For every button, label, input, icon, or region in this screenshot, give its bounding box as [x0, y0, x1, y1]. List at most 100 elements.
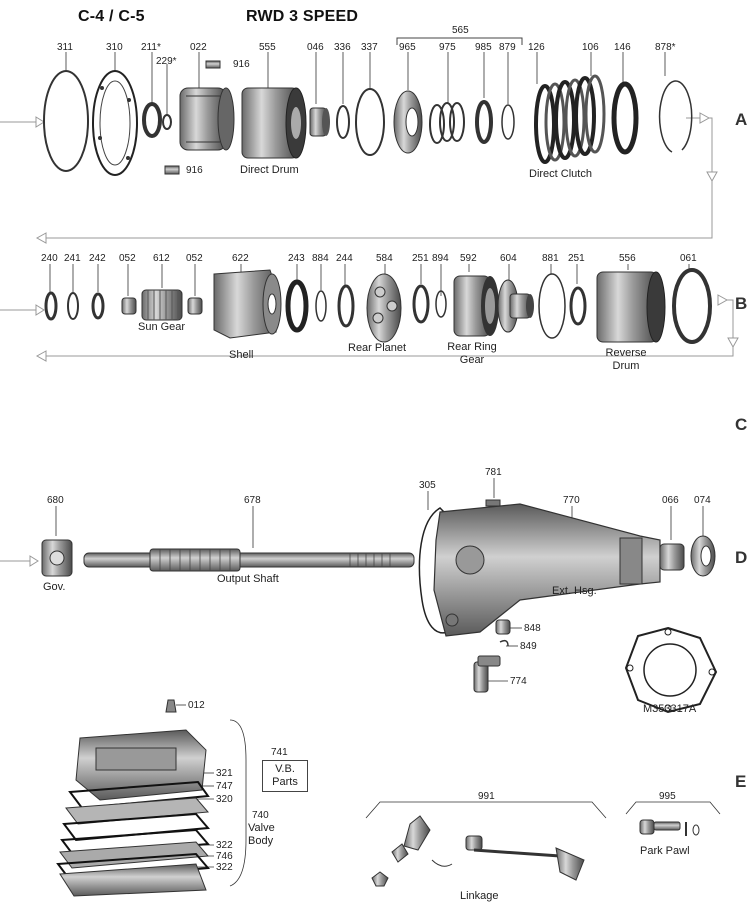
- caption-direct-drum: Direct Drum: [240, 164, 299, 176]
- part-604-hub: [497, 279, 534, 333]
- section-label-d: D: [735, 548, 748, 567]
- part-305-gasket: [418, 507, 453, 634]
- arrow-b-right: [717, 294, 729, 306]
- part-number-781: 781: [485, 467, 502, 478]
- part-number-612: 612: [153, 253, 170, 264]
- part-number-592: 592: [460, 253, 477, 264]
- part-251-washer-a: [412, 284, 430, 324]
- part-number-894: 894: [432, 253, 449, 264]
- part-number-991: 991: [478, 791, 495, 802]
- part-number-746: 746: [216, 851, 233, 862]
- part-number-747: 747: [216, 781, 233, 792]
- part-592-ring-gear: [453, 275, 499, 337]
- arrow-a-right: [699, 112, 711, 124]
- part-046-bushing: [309, 107, 330, 137]
- arrow-b-return: [35, 350, 47, 362]
- caption-rear-planet: Rear Planet: [348, 342, 407, 354]
- part-number-337: 337: [361, 42, 378, 53]
- part-number-243: 243: [288, 253, 305, 264]
- part-number-244: 244: [336, 253, 353, 264]
- part-126-106-clutch-pack: [534, 74, 606, 164]
- part-242-washer: [91, 292, 105, 320]
- part-number-052-a: 052: [119, 253, 136, 264]
- section-label-a: A: [735, 110, 748, 129]
- part-622-shell: [213, 269, 282, 339]
- caption-rear-ring-gear: Rear Ring Gear: [447, 341, 497, 366]
- part-985-retainer: [475, 100, 493, 144]
- part-680-governor: [41, 539, 73, 577]
- part-311-seal: [43, 70, 89, 172]
- part-number-604: 604: [500, 253, 517, 264]
- part-310-gasket: [92, 70, 138, 176]
- part-number-229: 229*: [156, 56, 177, 67]
- arrow-b-left: [35, 304, 45, 316]
- arrow-a-return: [35, 232, 47, 244]
- part-number-321: 321: [216, 768, 233, 779]
- part-number-066: 066: [662, 495, 679, 506]
- part-number-916-b: 916: [186, 165, 203, 176]
- part-number-740: 740: [252, 810, 269, 821]
- row-a-leaders: [65, 52, 666, 114]
- part-965-piston: [393, 90, 423, 154]
- part-number-770: 770: [563, 495, 580, 506]
- part-number-985: 985: [475, 42, 492, 53]
- arrow-a-down: [706, 171, 718, 183]
- part-number-251-b: 251: [568, 253, 585, 264]
- part-number-322-b: 322: [216, 862, 233, 873]
- part-number-965: 965: [399, 42, 416, 53]
- part-number-879: 879: [499, 42, 516, 53]
- part-052-bushing-a: [121, 297, 137, 315]
- part-240-washer: [44, 291, 58, 321]
- part-number-305: 305: [419, 480, 436, 491]
- part-number-146: 146: [614, 42, 631, 53]
- part-556-reverse-drum: [596, 271, 666, 343]
- part-number-241: 241: [64, 253, 81, 264]
- arrow-b-down: [727, 337, 739, 349]
- part-number-240: 240: [41, 253, 58, 264]
- section-label-c: C: [735, 415, 748, 434]
- part-number-322-a: 322: [216, 840, 233, 851]
- caption-valve-body: Valve Body: [248, 822, 275, 847]
- part-number-211: 211*: [141, 42, 161, 53]
- part-061-band: [672, 268, 712, 344]
- part-number-022: 022: [190, 42, 207, 53]
- part-584-rear-planet: [366, 273, 402, 343]
- part-number-878: 878*: [655, 42, 676, 53]
- part-251-washer-b: [569, 286, 587, 326]
- caption-shell: Shell: [229, 349, 254, 361]
- arrow-a-left: [35, 116, 45, 128]
- part-074-seal: [690, 535, 716, 577]
- row-d-leaders: [55, 478, 704, 682]
- part-number-916-a: 916: [233, 59, 250, 70]
- part-894-ring: [435, 290, 447, 318]
- bracket-565: [396, 37, 523, 45]
- part-number-242: 242: [89, 253, 106, 264]
- part-229-ring: [162, 114, 172, 130]
- caption-ext-hsg: Ext. Hsg.: [552, 585, 597, 597]
- part-number-975: 975: [439, 42, 456, 53]
- part-number-555: 555: [259, 42, 276, 53]
- group-number-565: 565: [452, 25, 469, 36]
- part-number-622: 622: [232, 253, 249, 264]
- part-770-extension-housing: [433, 503, 661, 637]
- part-number-741: 741: [271, 747, 288, 758]
- part-number-251-a: 251: [412, 253, 429, 264]
- caption-park-pawl: Park Pawl: [640, 845, 690, 857]
- diagram-title: RWD 3 SPEED: [246, 8, 359, 25]
- part-146-plate: [611, 81, 639, 155]
- part-number-849: 849: [520, 641, 537, 652]
- part-066-bushing: [659, 543, 685, 571]
- part-878-snap-ring: [658, 80, 693, 153]
- row-b-leaders: [49, 264, 690, 296]
- model-title: C-4 / C-5: [78, 8, 145, 25]
- part-m353317a-gasket: [624, 626, 718, 714]
- part-number-310: 310: [106, 42, 123, 53]
- part-243-plate: [285, 279, 309, 333]
- part-number-126: 126: [528, 42, 545, 53]
- part-052-bushing-b: [187, 297, 203, 315]
- part-337-ring: [355, 88, 385, 156]
- part-number-884: 884: [312, 253, 329, 264]
- part-number-678: 678: [244, 495, 261, 506]
- part-884-ring: [315, 290, 327, 322]
